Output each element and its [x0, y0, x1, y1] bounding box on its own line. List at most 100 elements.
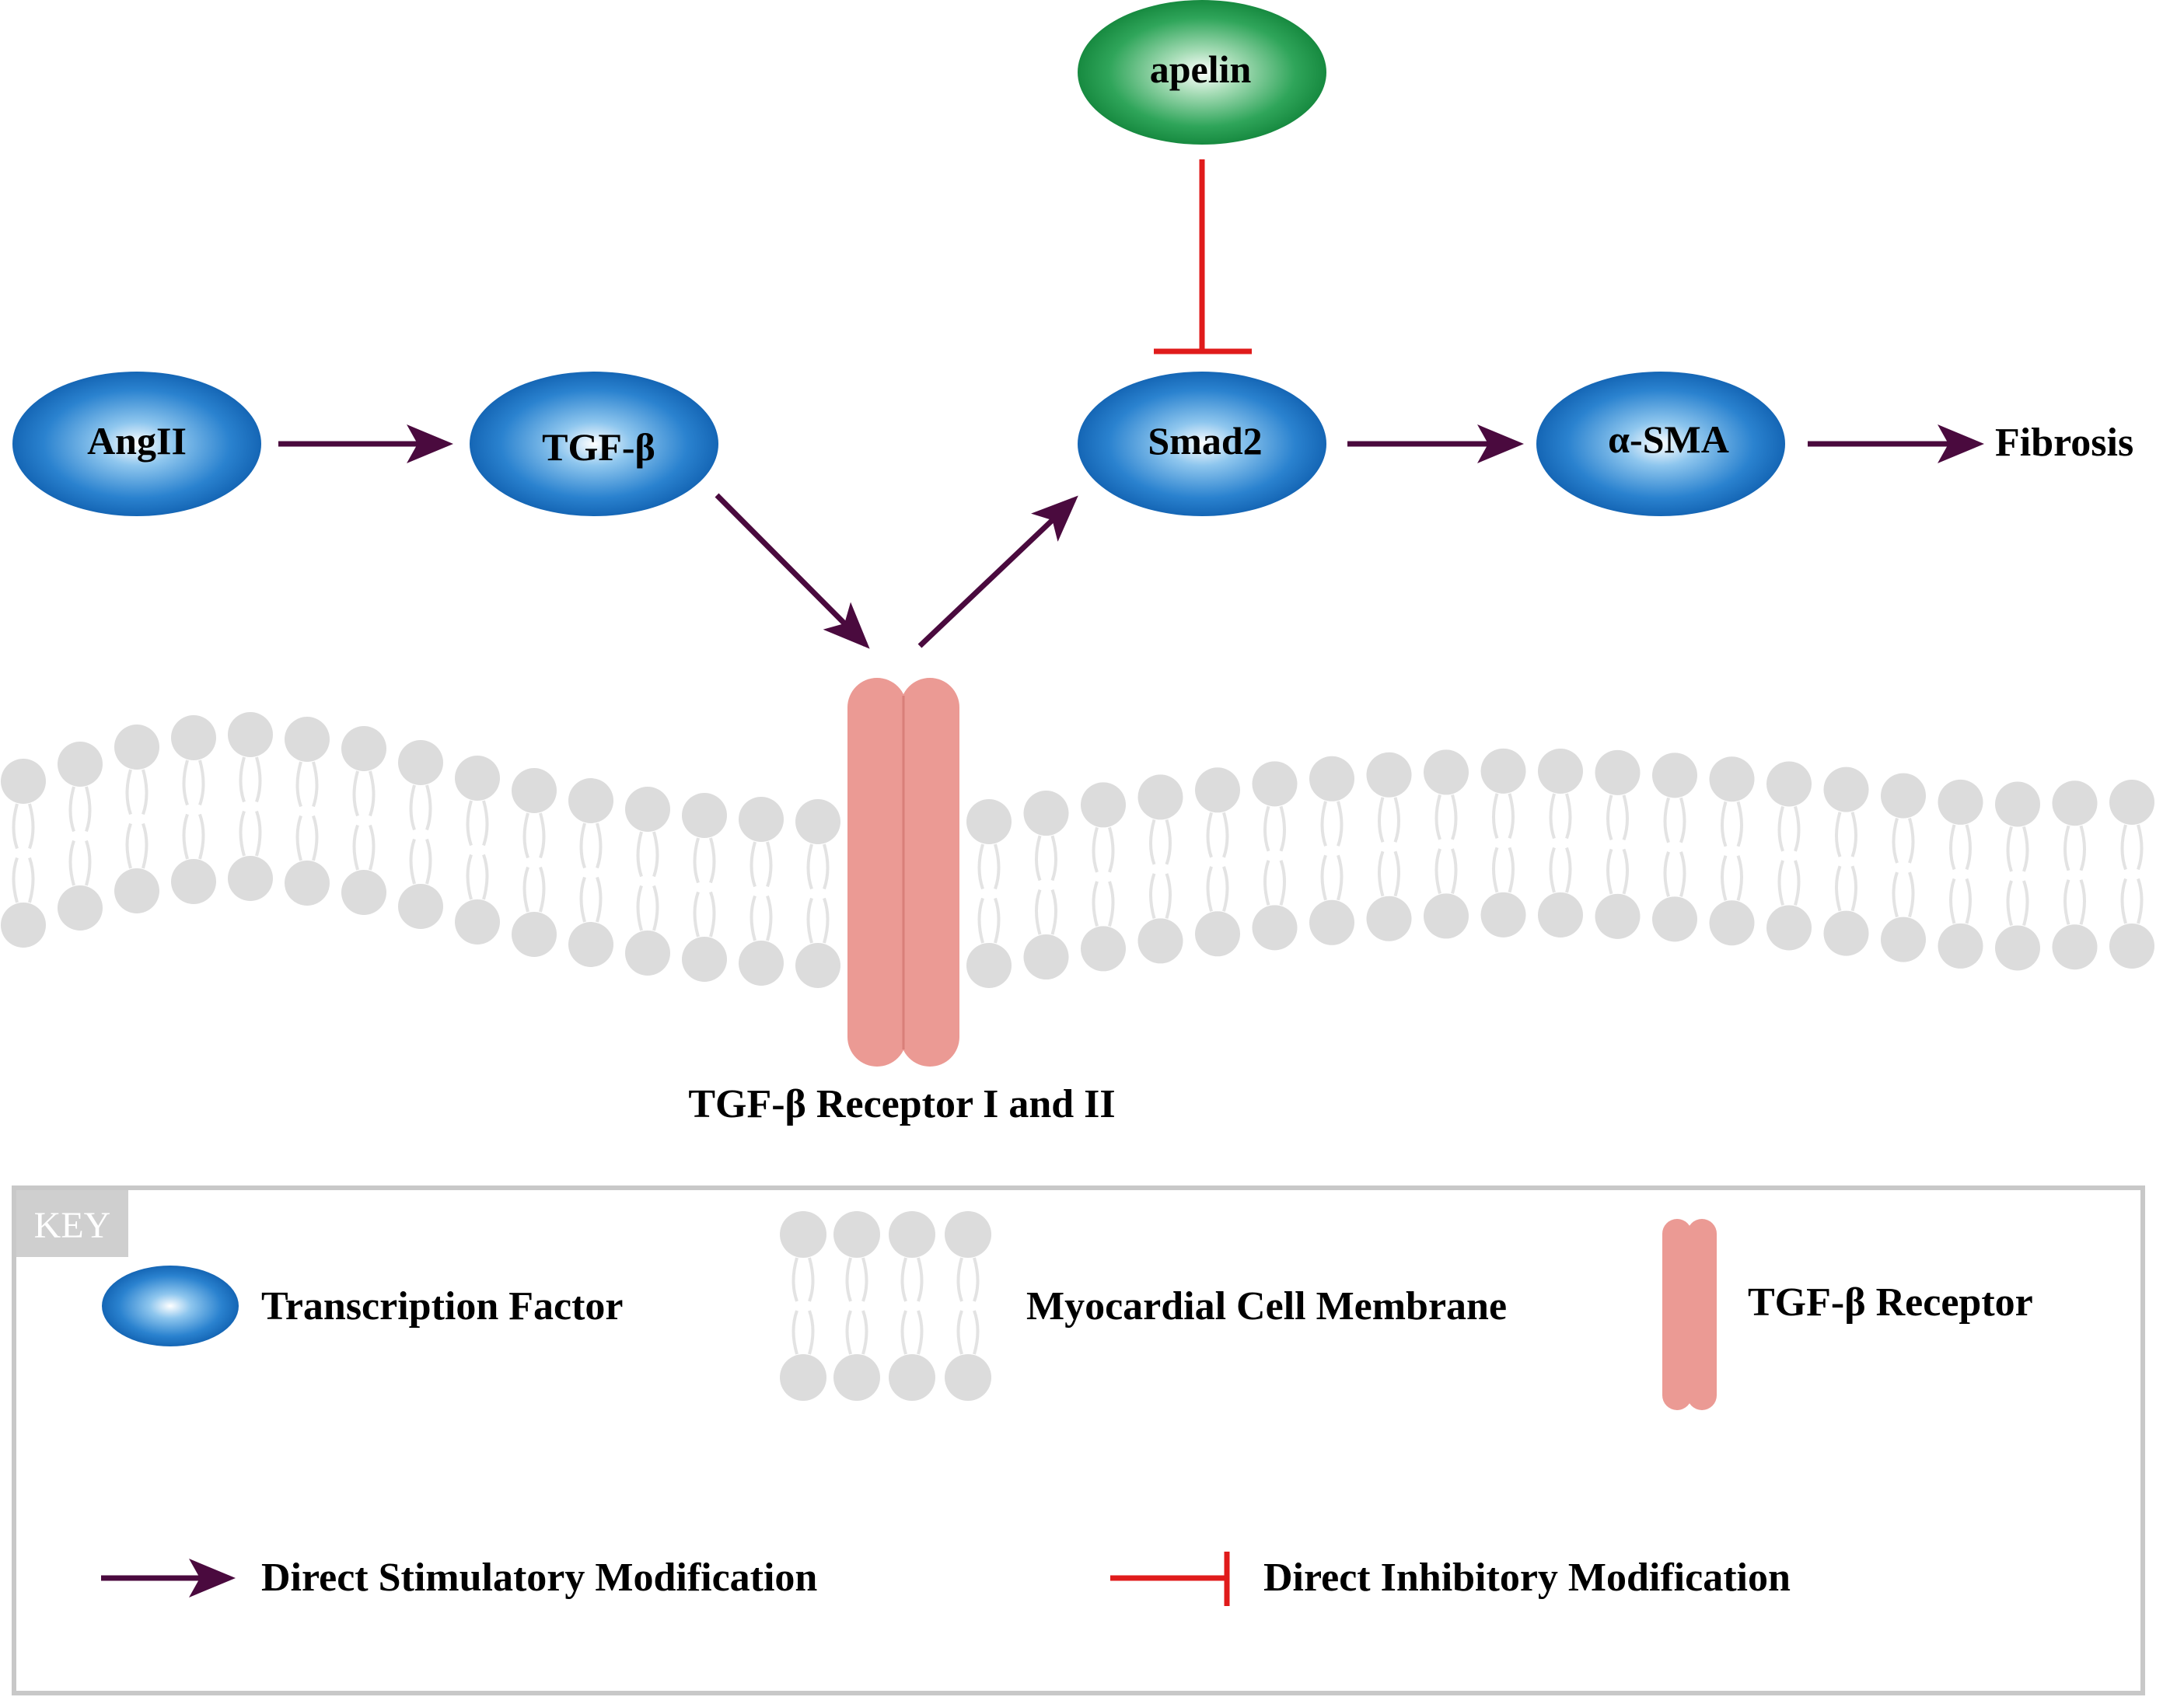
lipid-tail [1378, 797, 1385, 843]
lipid-head [1, 903, 46, 948]
lipid-head [1766, 905, 1812, 951]
lipid-tail [1892, 818, 1899, 864]
lipid-tail [1965, 824, 1972, 871]
lipid-head [1366, 896, 1412, 941]
membrane-lipid [1709, 756, 1755, 946]
lipid-head [1709, 900, 1755, 946]
lipid-tail [466, 800, 473, 847]
lipid-tail [1549, 793, 1556, 840]
lipid-head [1709, 756, 1755, 802]
lipid-tail [295, 815, 302, 861]
membrane-lipid [966, 799, 1012, 988]
angii-label: AngII [87, 419, 187, 463]
apelin-ellipse [1078, 0, 1326, 145]
lipid-tail [977, 843, 984, 890]
lipid-tail [369, 824, 376, 871]
lipid-tail [956, 1310, 963, 1355]
lipid-tail [579, 822, 586, 869]
lipid-tail [12, 803, 19, 850]
lipid-head [739, 941, 784, 986]
lipid-head [512, 912, 557, 957]
lipid-tail [2120, 878, 2127, 924]
lipid-tail [425, 838, 432, 885]
lipid-tail [352, 824, 359, 871]
lipid-head [682, 793, 727, 838]
lipid-tail [198, 813, 205, 860]
transcription-factor-ellipse [1536, 372, 1785, 516]
lipid-head [114, 725, 159, 770]
membrane-lipid [1995, 781, 2040, 971]
lipid-tail [709, 837, 716, 884]
lipid-tail [12, 857, 19, 903]
lipid-head [398, 884, 443, 929]
lipid-tail [182, 759, 189, 806]
lipid-head [780, 1354, 826, 1401]
key-inhibitory-label: Direct Inhibitory Modification [1263, 1556, 1791, 1600]
lipid-tail [652, 885, 659, 931]
lipid-tail [28, 857, 35, 903]
lipid-tail [1777, 860, 1784, 906]
lipid-head [739, 797, 784, 842]
lipid-tail [1222, 812, 1229, 858]
receptor-label: TGF-β Receptor I and II [688, 1082, 1115, 1126]
lipid-tail [28, 803, 35, 850]
lipid-tail [1622, 794, 1629, 841]
lipid-tail [1663, 797, 1670, 843]
lipid-tail [1721, 855, 1728, 901]
lipid-tail [68, 786, 75, 833]
membrane-lipid [1766, 761, 1812, 951]
lipid-tail [1679, 797, 1686, 843]
lipid-tail [142, 822, 149, 869]
lipid-tail [1337, 854, 1344, 901]
lipid-head [1538, 748, 1583, 794]
membrane-lipid [171, 715, 216, 904]
apelin-label: apelin [1150, 47, 1252, 91]
lipid-tail [1736, 801, 1743, 847]
lipid-head [889, 1354, 935, 1401]
lipid-head [795, 943, 840, 988]
lipid-head [1023, 791, 1069, 836]
lipid-tail [808, 1257, 815, 1302]
lipid-tail [1850, 865, 1857, 912]
lipid-tail [693, 837, 700, 884]
lipid-head [1652, 896, 1697, 942]
lipid-head [568, 922, 613, 967]
inhibitory-apelin-smad2 [1154, 159, 1252, 354]
key-membrane-lipid [945, 1211, 991, 1401]
cell-membrane [1, 712, 2154, 988]
lipid-tail [806, 897, 813, 944]
stimulatory-arrows [278, 424, 1984, 649]
lipid-head [341, 870, 386, 915]
arrow-tgfbeta-receptor [715, 493, 870, 649]
lipid-tail [1794, 860, 1801, 906]
lipid-tail [808, 1310, 815, 1355]
transcription-factor-ellipse [1078, 372, 1326, 516]
tgf-beta-receptor [847, 678, 959, 1067]
lipid-tail [1092, 826, 1099, 873]
lipid-tail [522, 812, 529, 859]
lipid-head [2052, 924, 2098, 970]
membrane-lipid [1538, 748, 1583, 938]
lipid-tail [806, 843, 813, 890]
lipid-tail [1092, 881, 1099, 927]
node-tgf-beta: TGF-β [470, 372, 718, 516]
lipid-tail [295, 761, 302, 808]
lipid-tail [1549, 847, 1556, 893]
lipid-tail [766, 841, 773, 888]
lipid-head [945, 1211, 991, 1258]
membrane-lipid [58, 742, 103, 931]
lipid-head [1480, 748, 1526, 794]
lipid-head [285, 861, 330, 906]
key-receptor-label: TGF-β Receptor [1748, 1280, 2033, 1325]
lipid-tail [994, 897, 1001, 944]
membrane-lipid [568, 778, 613, 967]
lipid-head [1995, 781, 2040, 827]
lipid-tail [1149, 873, 1156, 919]
receptor-subunit-1 [847, 678, 907, 1067]
lipid-head [625, 787, 670, 832]
lipid-head [1823, 910, 1869, 956]
lipid-head [2109, 924, 2154, 969]
membrane-lipid [1137, 774, 1183, 964]
lipid-tail [845, 1310, 852, 1355]
